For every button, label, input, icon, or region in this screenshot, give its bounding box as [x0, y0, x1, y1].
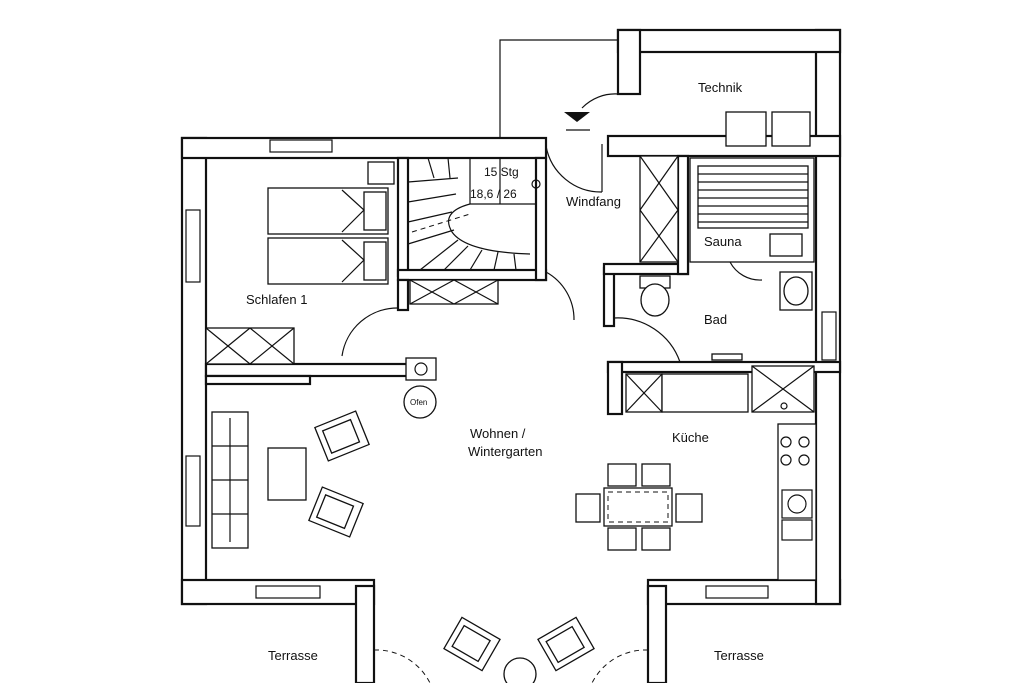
windfang-area	[545, 144, 679, 321]
label-bad: Bad	[704, 312, 727, 327]
label-schlafen: Schlafen 1	[246, 292, 307, 307]
stair-steps: 15 Stg	[484, 165, 519, 179]
label-kueche: Küche	[672, 430, 709, 445]
terrasse-area	[354, 584, 668, 683]
wohnen-area: Ofen	[211, 357, 703, 551]
windows	[185, 139, 837, 599]
label-terrasse-right: Terrasse	[714, 648, 764, 663]
ofen-label: Ofen	[410, 398, 427, 407]
interior-walls	[204, 154, 842, 416]
sauna-room	[689, 157, 815, 281]
label-wohnen-line1: Wohnen /	[470, 426, 526, 441]
label-windfang: Windfang	[566, 194, 621, 209]
stair-ratio: 18,6 / 26	[470, 187, 517, 201]
bad-room	[613, 271, 813, 363]
label-terrasse-left: Terrasse	[268, 648, 318, 663]
technik-room	[564, 93, 811, 147]
room-labels: Technik Windfang Sauna Schlafen 1 Bad Wo…	[246, 80, 764, 663]
schlafen-room	[204, 161, 399, 386]
label-technik: Technik	[698, 80, 743, 95]
kueche-area	[625, 365, 817, 581]
stairs: 15 Stg 18,6 / 26	[407, 157, 541, 271]
label-sauna: Sauna	[704, 234, 742, 249]
label-wohnen-line2: Wintergarten	[468, 444, 542, 459]
stair-cabinets	[409, 279, 499, 305]
